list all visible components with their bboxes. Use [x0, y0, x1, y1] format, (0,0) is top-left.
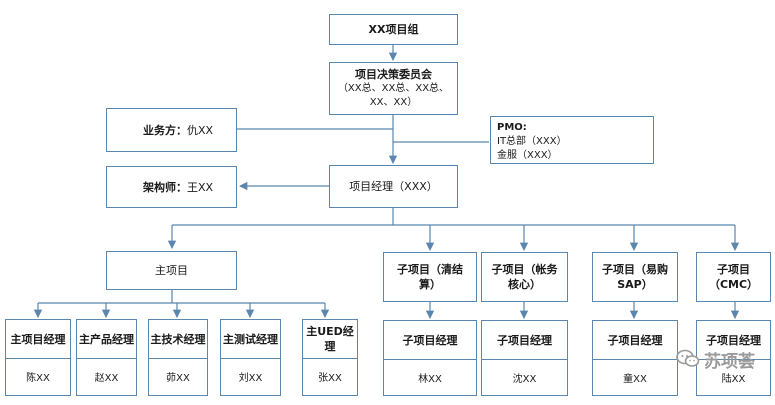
pmo-line-1: IT总部（XXX） [497, 136, 567, 147]
architect-label: 架构师： [143, 180, 187, 194]
project-manager-box: 项目经理（XXX） [329, 165, 458, 208]
architect-box: 架构师： 王XX [106, 166, 237, 208]
main-role-title: 主项目经理 [6, 320, 70, 359]
main-role-name: 赵XX [94, 373, 119, 384]
sub-project-box: 子项目 （CMC） [696, 252, 771, 302]
main-role-card: 主项目经理 陈XX [5, 319, 71, 396]
sub-manager-card: 子项目经理 沈XX [481, 320, 568, 396]
main-project-box: 主项目 [106, 251, 237, 290]
sub-project-title-1: 子项目（易购 [602, 263, 668, 276]
sub-manager-title: 子项目经理 [697, 321, 770, 360]
sub-project-box: 子项目（帐务 核心） [481, 252, 568, 302]
sub-manager-card: 子项目经理 林XX [383, 320, 477, 396]
main-role-card: 主测试经理 刘XX [220, 319, 281, 396]
main-role-card: 主产品经理 赵XX [76, 319, 137, 396]
pmo-line-2: 金服（XXX） [497, 150, 558, 161]
sub-manager-card: 子项目经理 童XX [592, 320, 678, 396]
watermark-text: 苏项荟 [704, 351, 755, 372]
team-box: XX项目组 [329, 14, 458, 45]
committee-box: 项目决策委员会 （XX总、XX总、XX总、 XX、XX） [329, 62, 458, 115]
sub-project-title-2: 核心） [508, 278, 541, 291]
pmo-box: PMO: IT总部（XXX） 金服（XXX） [490, 116, 654, 164]
main-role-title: 主产品经理 [77, 320, 136, 359]
business-name: 仇XX [187, 123, 214, 137]
sub-manager-title: 子项目经理 [384, 321, 476, 360]
main-role-name: 刘XX [238, 373, 263, 384]
main-role-title: 主UED经理 [303, 320, 357, 359]
sub-manager-name: 林XX [418, 373, 442, 385]
main-role-name: 张XX [318, 373, 342, 384]
pmo-title: PMO: [497, 122, 527, 133]
architect-name: 王XX [187, 180, 214, 194]
main-role-name: 陈XX [26, 373, 50, 384]
committee-members-2: XX、XX） [369, 97, 418, 108]
sub-manager-name: 童XX [623, 373, 647, 385]
main-role-name: 茆XX [166, 373, 190, 384]
project-manager-title: 项目经理（XXX） [349, 180, 438, 193]
sub-project-title-2: 算） [419, 278, 441, 291]
business-box: 业务方： 仇XX [106, 108, 237, 152]
sub-project-box: 子项目（易购 SAP） [592, 252, 678, 302]
sub-project-title-1: 子项目（帐务 [491, 263, 558, 276]
sub-manager-name: 沈XX [512, 373, 537, 385]
team-title: XX项目组 [368, 23, 419, 36]
sub-manager-title: 子项目经理 [482, 321, 567, 360]
sub-manager-card: 子项目经理 陆XX [696, 320, 771, 396]
sub-manager-name: 陆XX [721, 373, 746, 385]
sub-manager-title: 子项目经理 [593, 321, 677, 360]
sub-project-title-1: 子项目（清结 [397, 263, 463, 276]
main-role-card: 主UED经理 张XX [302, 319, 358, 396]
sub-project-box: 子项目（清结 算） [383, 252, 477, 302]
watermark: 苏项荟 [676, 345, 772, 373]
committee-members-1: （XX总、XX总、XX总、 [337, 83, 450, 94]
committee-title: 项目决策委员会 [355, 68, 432, 81]
main-role-title: 主测试经理 [221, 320, 280, 359]
main-role-title: 主技术经理 [149, 320, 207, 359]
wechat-icon [676, 349, 700, 369]
sub-project-title-1: 子项目 [717, 263, 750, 276]
main-role-card: 主技术经理 茆XX [148, 319, 208, 396]
main-project-title: 主项目 [155, 264, 188, 277]
business-label: 业务方： [143, 123, 187, 137]
sub-project-title-2: （CMC） [708, 278, 759, 291]
sub-project-title-2: SAP） [617, 278, 653, 291]
